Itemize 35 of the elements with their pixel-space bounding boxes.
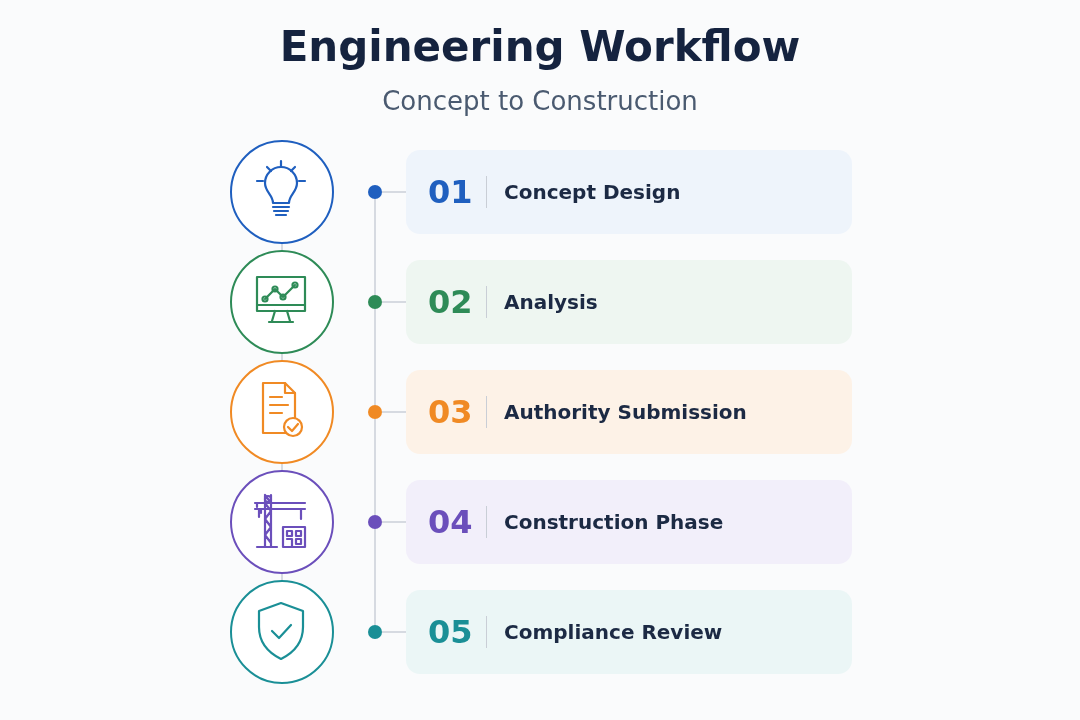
timeline-line: [374, 418, 376, 516]
timeline-dot: [368, 515, 382, 529]
timeline-line: [281, 243, 283, 251]
timeline-line: [374, 528, 376, 626]
step-number: 01: [428, 172, 473, 213]
timeline-line: [281, 573, 283, 581]
step-label: Construction Phase: [504, 509, 724, 536]
connector-line: [381, 521, 407, 523]
timeline-line: [281, 353, 283, 361]
subtitle: Concept to Construction: [381, 86, 699, 116]
step-card: [406, 590, 852, 674]
step-label: Compliance Review: [504, 619, 723, 646]
step-label: Authority Submission: [504, 399, 747, 426]
connector-line: [381, 301, 407, 303]
step-label: Analysis: [504, 289, 598, 316]
step-number: 04: [428, 502, 473, 543]
timeline-dot: [368, 405, 382, 419]
step-card: [406, 480, 852, 564]
step-card: [406, 370, 852, 454]
step-number: 02: [428, 282, 473, 323]
step-label: Concept Design: [504, 179, 681, 206]
timeline-line: [374, 198, 376, 296]
step-number: 03: [428, 392, 473, 433]
timeline-line: [281, 463, 283, 471]
step-number: 05: [428, 612, 473, 653]
timeline-line: [374, 308, 376, 406]
timeline-dot: [368, 625, 382, 639]
timeline-dot: [368, 295, 382, 309]
step-card: [406, 260, 852, 344]
title: Engineering Workflow: [278, 22, 802, 71]
timeline-dot: [368, 185, 382, 199]
connector-line: [381, 191, 407, 193]
step-card: [406, 150, 852, 234]
connector-line: [381, 631, 407, 633]
connector-line: [381, 411, 407, 413]
